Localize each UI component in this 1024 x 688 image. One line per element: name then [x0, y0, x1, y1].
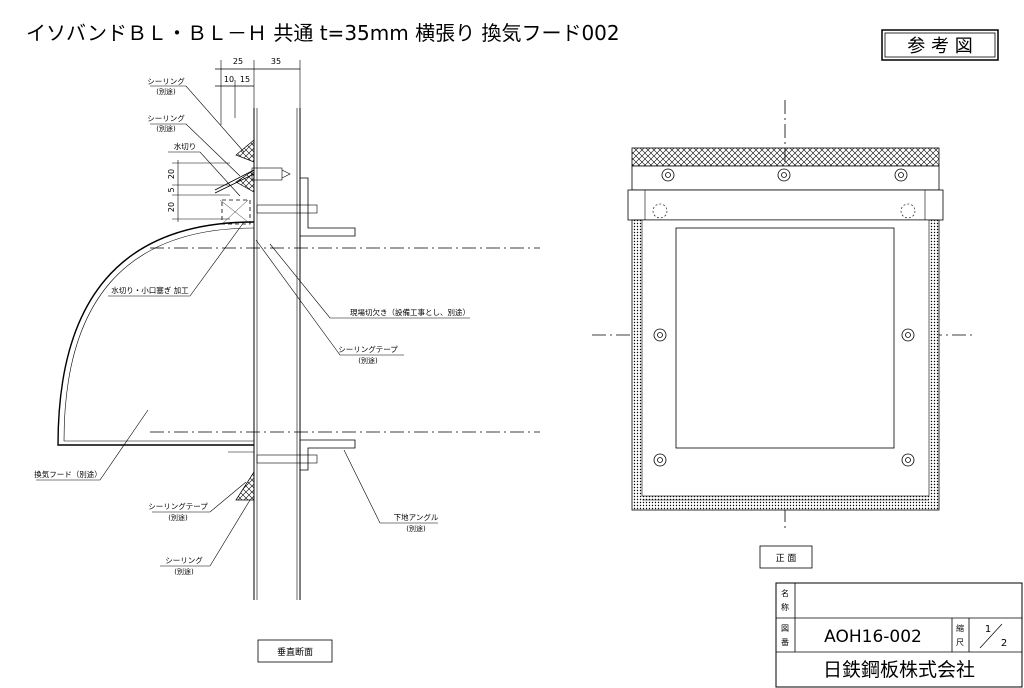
title-block: 名 称 図 番 AOH16-002 縮 尺 1 2 日鉄鋼板株式会社 — [775, 582, 1023, 688]
label-sealing-2: シーリング — [147, 113, 185, 123]
label-sealing-tape-2: シーリングテープ — [148, 501, 208, 511]
label-sealing-3-note: (別途) — [174, 567, 194, 576]
label-genba-kirikaki: 現場切欠き（設備工事とし、別途） — [350, 307, 470, 317]
tb-name-label-2: 称 — [781, 602, 789, 612]
tb-scale-label-1: 縮 — [956, 623, 964, 633]
label-sealing-2-note: (別途) — [156, 124, 176, 133]
drawing-number: AOH16-002 — [824, 627, 922, 647]
vertical-section: 25 35 10 15 20 5 20 — [34, 57, 540, 663]
scale-denominator: 2 — [1001, 638, 1007, 649]
label-shitaji-angle-note: (別途) — [406, 524, 426, 533]
caption-front-view: 正 面 — [776, 553, 797, 564]
dim-25: 25 — [233, 57, 243, 66]
drawing-title: イソバンドＢＬ・ＢＬ－Ｈ 共通 t=35mm 横張り 換気フード002 — [26, 21, 620, 45]
dim-15: 15 — [240, 75, 250, 84]
label-kanki-hood: 換気フード（別途） — [34, 469, 102, 479]
label-sealing-1-note: (別途) — [156, 87, 176, 96]
label-mizukiri: 水切り — [174, 141, 197, 151]
company-name: 日鉄鋼板株式会社 — [823, 659, 975, 681]
caption-vertical-section: 垂直断面 — [277, 646, 313, 658]
dim-20-upper: 20 — [167, 169, 176, 179]
label-sealing-tape-2-note: (別途) — [168, 513, 188, 522]
dim-20-lower: 20 — [167, 202, 176, 212]
tb-no-label-1: 図 — [781, 624, 789, 633]
stamp-text: 参 考 図 — [907, 36, 972, 57]
tb-name-label-1: 名 — [781, 588, 789, 598]
front-view: 正 面 — [592, 100, 975, 569]
label-shitaji-angle: 下地アングル — [394, 512, 439, 522]
label-sealing-tape-1-note: (別途) — [358, 356, 378, 365]
reference-stamp: 参 考 図 — [881, 29, 999, 61]
label-sealing-tape-1: シーリングテープ — [338, 344, 398, 354]
dim-35: 35 — [271, 57, 281, 66]
tb-scale-label-2: 尺 — [956, 638, 964, 647]
label-sealing-1: シーリング — [147, 76, 185, 86]
scale-numerator: 1 — [985, 624, 991, 635]
dim-10: 10 — [224, 75, 234, 84]
dim-5: 5 — [167, 187, 176, 192]
tb-no-label-2: 番 — [781, 637, 789, 647]
label-sealing-3: シーリング — [165, 555, 203, 565]
label-mizukiri-kakou: 水切り・小口塞ぎ 加工 — [111, 285, 189, 295]
